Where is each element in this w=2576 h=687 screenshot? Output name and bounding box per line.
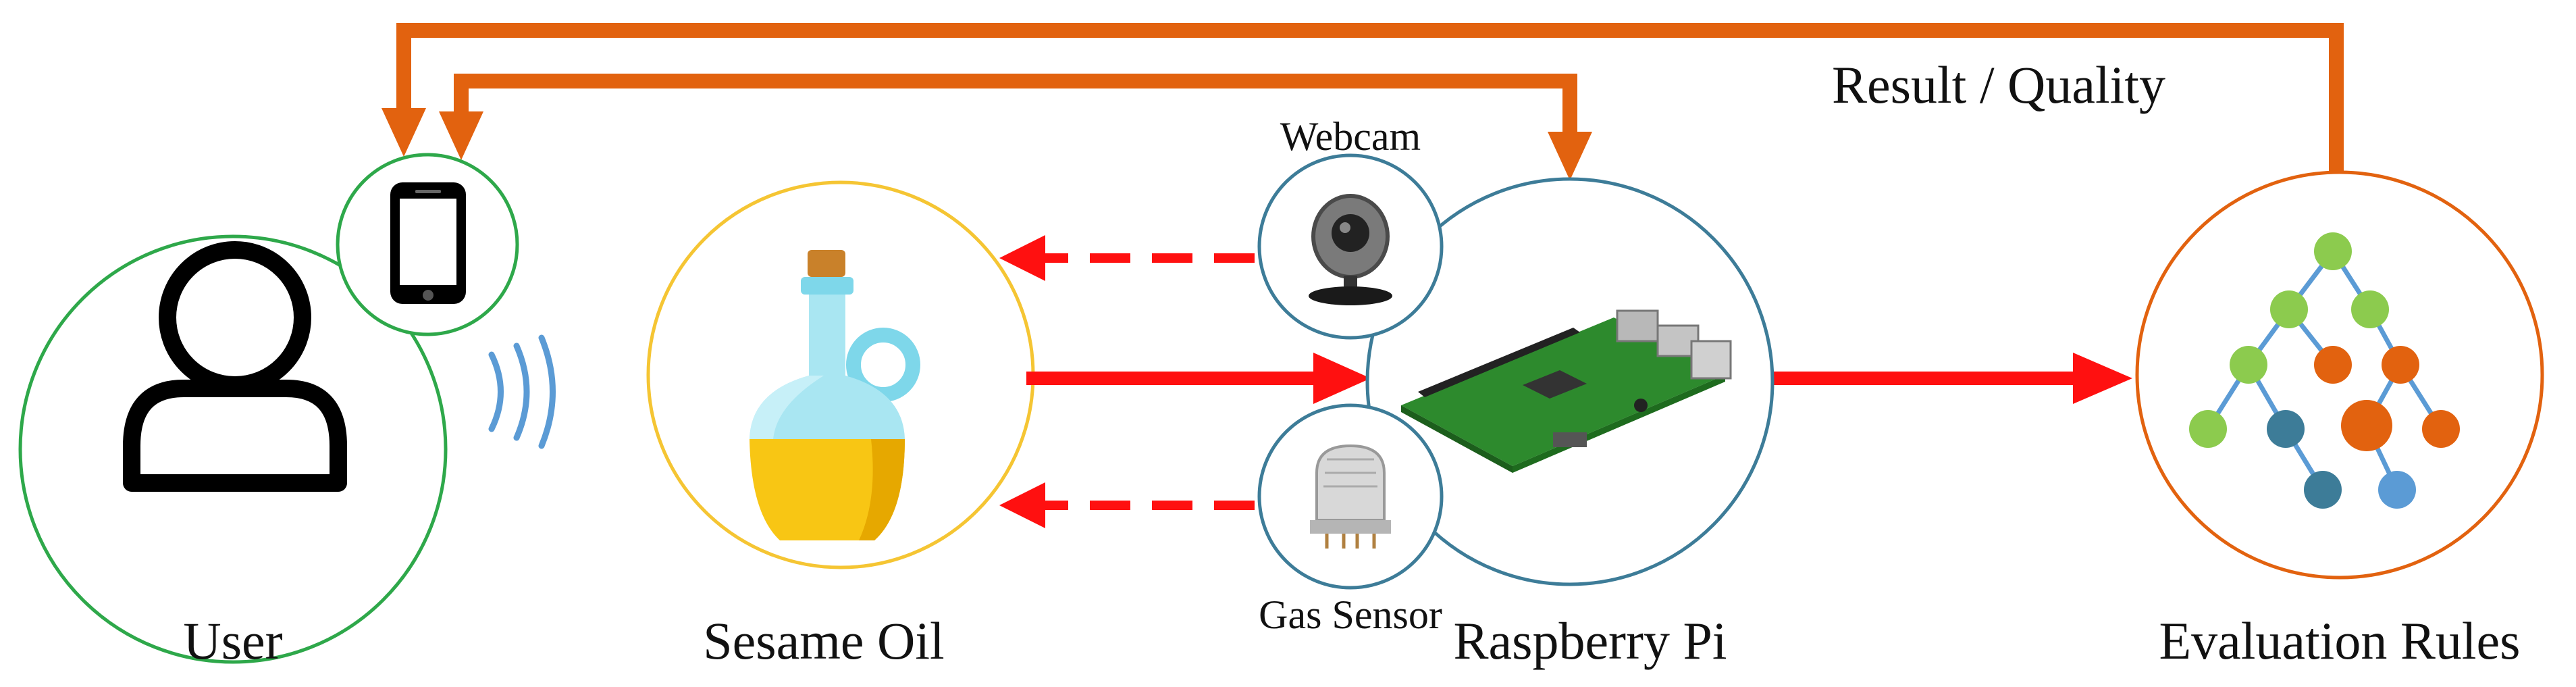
evaluation-rules-node (2135, 170, 2544, 580)
evaluation-rules-label: Evaluation Rules (2159, 611, 2520, 670)
feedback-arrowheads (382, 108, 1592, 180)
dashed-sensing-arrows (999, 235, 1255, 528)
gas-sensor-icon (1310, 444, 1391, 549)
webcam-node (1257, 153, 1444, 340)
wireless-signal-icon (488, 334, 556, 449)
person-icon (123, 241, 347, 492)
oil-bottle-icon (750, 250, 920, 540)
pi-to-phone-arrow (454, 74, 1577, 138)
gas-sensor-node (1257, 403, 1444, 590)
sesame-oil-label: Sesame Oil (703, 611, 944, 670)
raspberry-pi-node (1365, 177, 1775, 586)
phone-node (336, 153, 519, 336)
user-label: User (183, 611, 282, 670)
result-quality-label: Result / Quality (1832, 55, 2165, 114)
feedback-arrows (396, 23, 2344, 172)
webcam-label: Webcam (1280, 114, 1421, 159)
smartphone-icon (390, 182, 466, 304)
sesame-oil-node (646, 180, 1035, 569)
gas-sensor-label: Gas Sensor (1259, 592, 1442, 637)
raspberry-pi-board-icon (1401, 309, 1732, 473)
raspberry-pi-label: Raspberry Pi (1453, 611, 1727, 670)
user-node (18, 234, 448, 664)
result-to-phone-arrow (396, 23, 2344, 172)
webcam-icon (1309, 194, 1392, 305)
decision-tree-icon (2189, 232, 2460, 509)
solid-flow-arrows (1026, 353, 2132, 404)
